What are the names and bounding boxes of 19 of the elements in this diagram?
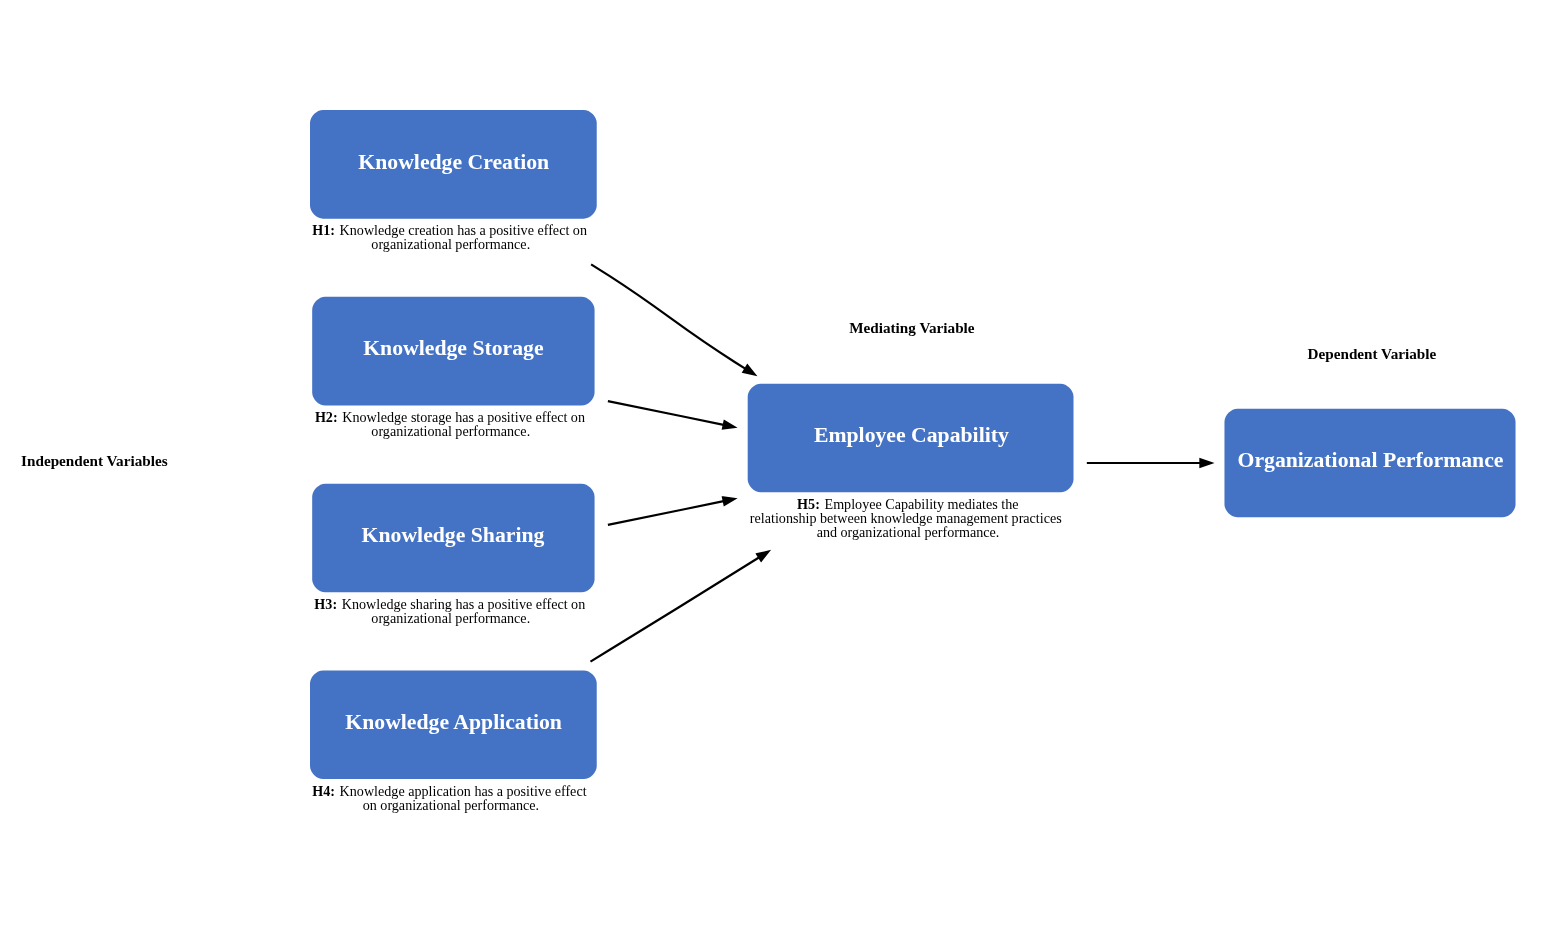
node-label: H4: Knowledge application has a positive effect on organizational performance. <box>312 782 587 813</box>
arrow <box>607 496 738 526</box>
arrow <box>589 549 772 663</box>
node-label: H3: Knowledge sharing has a positive effect on organizational performance. <box>314 595 586 627</box>
arrow <box>607 400 738 430</box>
arrow <box>590 263 758 377</box>
node-box: Knowledge Creation <box>310 110 597 219</box>
label: Independent Variables <box>21 451 168 469</box>
node-box: Organizational Performance <box>1224 408 1516 518</box>
node-label: H1: Knowledge creation has a positive effect on organizational performance. <box>312 222 587 253</box>
node-box: Knowledge Storage <box>312 296 595 406</box>
node-label: H2: Knowledge storage has a positive effect on organizational performance. <box>314 409 585 440</box>
node-label: H5: Employee Capability mediates the relationship between knowledge management practices and organizational performance. <box>749 496 1062 541</box>
label: Dependent Variable <box>1307 345 1437 363</box>
label: Mediating Variable <box>849 319 975 337</box>
node-box: Knowledge Application <box>310 670 597 780</box>
arrow <box>1086 457 1215 469</box>
node-box: Employee Capability <box>747 383 1074 493</box>
node-box: Knowledge Sharing <box>312 483 595 593</box>
